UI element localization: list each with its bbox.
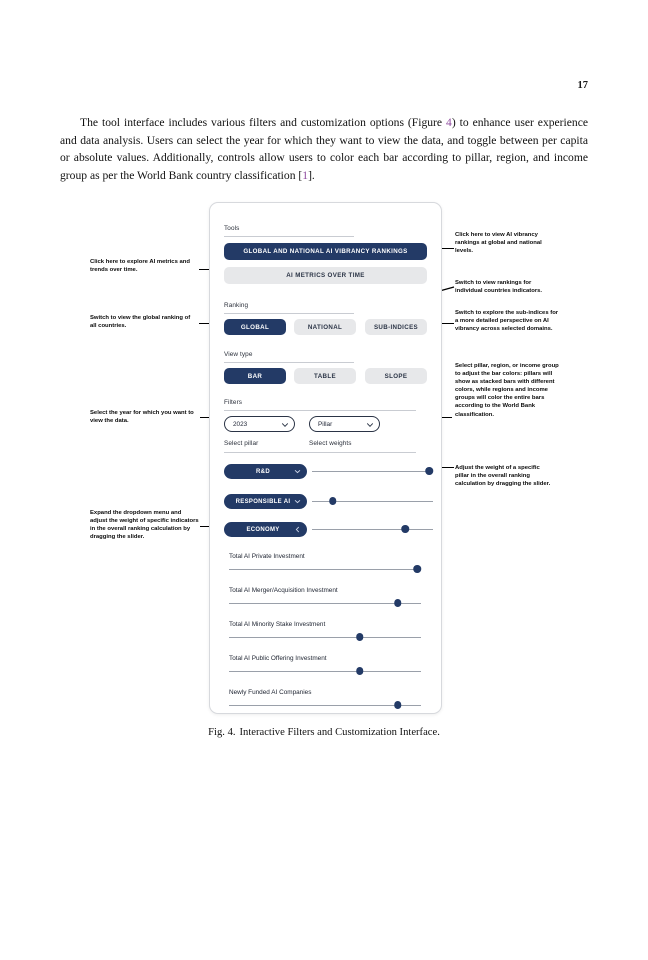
annotation-left-global-ranking: Switch to view the global ranking of all… (90, 315, 191, 330)
pill-pillar-rd-label: R&D (256, 468, 270, 475)
annotation-right-pillar-weight: Adjust the weight of a specific pillar i… (455, 465, 551, 488)
divider-filters (224, 410, 416, 411)
paragraph-part-2: ) to enhance user experience and data an… (60, 116, 588, 182)
figure-caption-text: Interactive Filters and Customization In… (239, 727, 440, 738)
slider-thumb[interactable] (394, 599, 402, 607)
section-label-select-pillar: Select pillar (224, 440, 259, 447)
divider-select (224, 452, 416, 453)
pill-pillar-rd[interactable]: R&D (224, 464, 307, 479)
dropdown-color-by[interactable]: Pillar (309, 416, 380, 432)
chevron-down-icon (294, 468, 301, 475)
button-ranking-national[interactable]: NATIONAL (294, 319, 356, 335)
chevron-down-icon (281, 421, 289, 428)
section-label-ranking: Ranking (224, 302, 249, 309)
slider-track (312, 500, 433, 502)
section-label-tools: Tools (224, 225, 240, 232)
annotation-right-rankings: Click here to view AI vibrancy rankings … (455, 232, 542, 255)
slider-indicator-public-offering[interactable] (229, 666, 421, 676)
slider-indicator-minority-stake[interactable] (229, 632, 421, 642)
indicator-label-newly-funded: Newly Funded AI Companies (229, 689, 312, 696)
slider-indicator-private-investment[interactable] (229, 564, 421, 574)
chevron-left-icon (294, 526, 301, 533)
button-global-national-rankings[interactable]: GLOBAL AND NATIONAL AI VIBRANCY RANKINGS (224, 243, 427, 260)
pill-pillar-economy-label: ECONOMY (246, 526, 280, 533)
indicator-label-merger-acquisition: Total AI Merger/Acquisition Investment (229, 587, 338, 594)
figure-reference-link[interactable]: 4 (446, 116, 452, 129)
slider-track (312, 528, 433, 530)
annotation-right-national: Switch to view rankings for individual c… (455, 280, 543, 295)
slider-thumb[interactable] (425, 467, 434, 475)
indicator-label-private-investment: Total AI Private Investment (229, 553, 305, 560)
slider-weight-economy[interactable] (312, 524, 433, 534)
button-view-bar[interactable]: BAR (224, 368, 286, 384)
annotation-right-sub-indices: Switch to explore the sub-indices for a … (455, 310, 559, 333)
slider-track (312, 470, 433, 472)
annotation-right-color-by: Select pillar, region, or income group t… (455, 363, 559, 418)
figure-caption-label: Fig. 4. (208, 727, 236, 738)
dropdown-year-value: 2023 (233, 420, 248, 428)
body-paragraph: The tool interface includes various filt… (60, 114, 588, 184)
slider-thumb[interactable] (328, 497, 337, 505)
slider-thumb[interactable] (394, 701, 402, 709)
divider-view-type (224, 362, 354, 363)
button-ranking-global[interactable]: GLOBAL (224, 319, 286, 335)
slider-weight-rd[interactable] (312, 466, 434, 476)
button-ranking-sub-indices[interactable]: SUB-INDICES (365, 319, 427, 335)
slider-thumb[interactable] (401, 525, 409, 533)
slider-thumb[interactable] (413, 565, 421, 573)
slider-track (229, 704, 421, 706)
section-label-view-type: View type (224, 351, 253, 358)
dropdown-color-by-value: Pillar (318, 420, 333, 428)
slider-track (229, 568, 421, 570)
paragraph-part-1: The tool interface includes various filt… (80, 116, 447, 129)
tool-panel: Tools GLOBAL AND NATIONAL AI VIBRANCY RA… (209, 202, 442, 714)
divider-ranking (224, 313, 354, 314)
figure-caption: Fig. 4.Interactive Filters and Customiza… (60, 727, 588, 738)
annotation-left-year-filter: Select the year for which you want to vi… (90, 410, 194, 425)
paragraph-part-3: ]. (308, 168, 315, 182)
slider-track (229, 602, 421, 604)
chevron-down-icon (366, 421, 374, 428)
slider-track (229, 670, 421, 672)
pill-pillar-economy[interactable]: ECONOMY (224, 522, 307, 537)
button-view-slope[interactable]: SLOPE (365, 368, 427, 384)
citation-reference-link[interactable]: 1 (302, 168, 309, 182)
section-label-select-weights: Select weights (309, 440, 352, 447)
divider-tools (224, 236, 354, 237)
slider-weight-responsible-ai[interactable] (312, 496, 433, 506)
indicator-label-public-offering: Total AI Public Offering Investment (229, 655, 327, 662)
page-number: 17 (577, 80, 589, 91)
indicator-label-minority-stake: Total AI Minority Stake Investment (229, 621, 326, 628)
annotation-left-ai-metrics: Click here to explore AI metrics and tre… (90, 259, 190, 274)
slider-thumb[interactable] (355, 633, 364, 641)
section-label-filters: Filters (224, 399, 243, 406)
pill-pillar-responsible-ai[interactable]: RESPONSIBLE AI (224, 494, 307, 509)
slider-track (229, 636, 421, 638)
dropdown-year[interactable]: 2023 (224, 416, 295, 432)
button-ai-metrics-over-time[interactable]: AI METRICS OVER TIME (224, 267, 427, 284)
button-view-table[interactable]: TABLE (294, 368, 356, 384)
slider-indicator-merger-acquisition[interactable] (229, 598, 421, 608)
slider-thumb[interactable] (355, 667, 364, 675)
annotation-left-expand-dropdown: Expand the dropdown menu and adjust the … (90, 510, 199, 541)
slider-indicator-newly-funded[interactable] (229, 700, 421, 710)
pill-pillar-responsible-ai-label: RESPONSIBLE AI (235, 498, 291, 505)
chevron-down-icon (294, 498, 301, 505)
figure-4: Click here to explore AI metrics and tre… (0, 196, 648, 721)
